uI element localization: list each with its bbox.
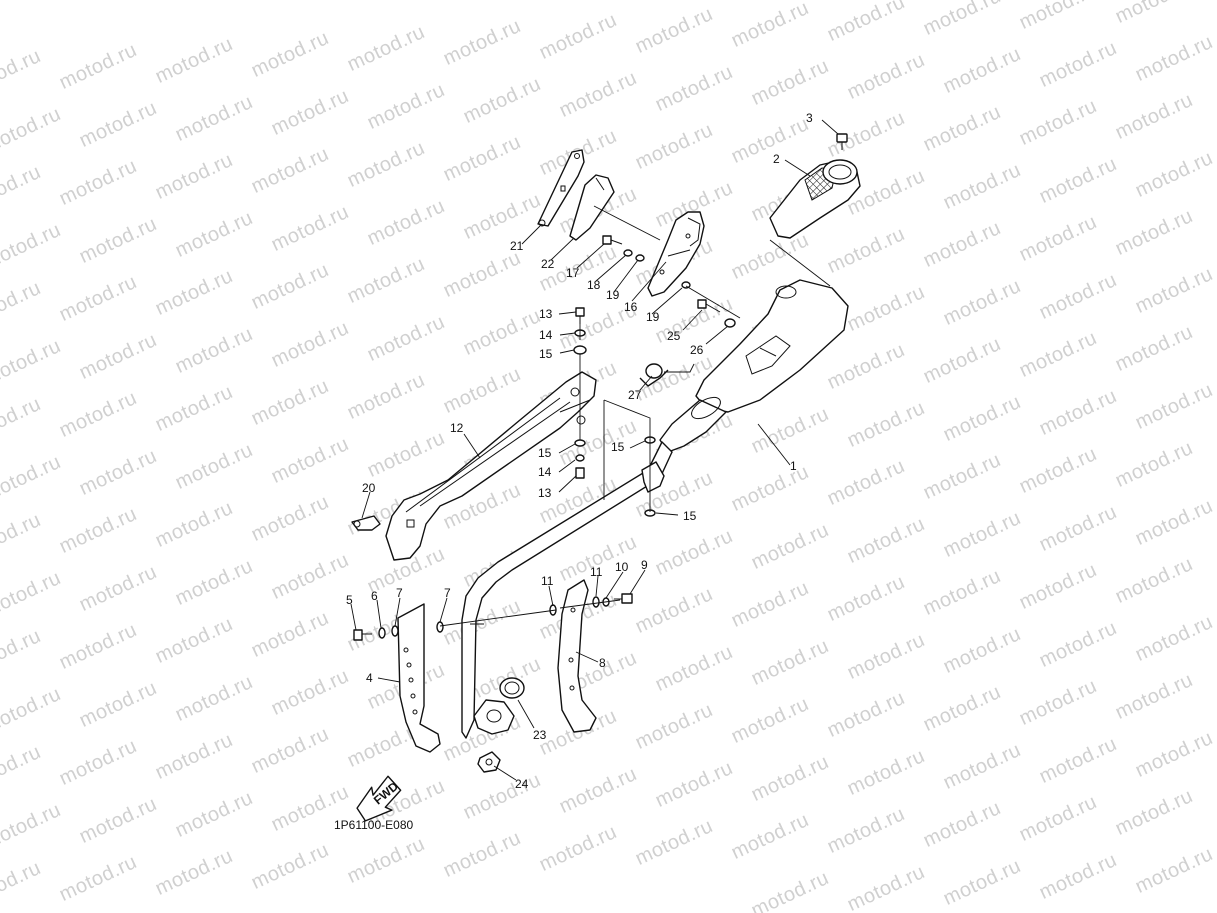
callout-15b: 15 <box>538 446 552 460</box>
heat-shield-plate-22 <box>569 174 615 241</box>
callout-4: 4 <box>366 671 373 685</box>
callout-10: 10 <box>615 560 629 574</box>
callout-12: 12 <box>450 421 464 435</box>
callout-19a: 19 <box>606 288 620 302</box>
heat-shield-cover-21 <box>537 149 585 227</box>
gasket-23 <box>499 677 525 699</box>
muffler-1 <box>461 279 849 739</box>
callout-17: 17 <box>566 266 580 280</box>
stay-bracket-12 <box>385 371 597 561</box>
callout-22: 22 <box>541 257 555 271</box>
protector-4 <box>397 603 441 753</box>
callout-15d: 15 <box>683 509 697 523</box>
callout-14b: 14 <box>538 465 552 479</box>
callout-25: 25 <box>667 329 681 343</box>
callout-7b: 7 <box>444 586 451 600</box>
callout-18: 18 <box>587 278 601 292</box>
callout-15c: 15 <box>611 440 625 454</box>
callout-23: 23 <box>533 728 547 742</box>
diagram-code: 1P61100-E080 <box>334 818 414 832</box>
callout-26: 26 <box>690 343 704 357</box>
callout-19b: 19 <box>646 310 660 324</box>
callout-11b: 11 <box>590 565 603 579</box>
alignment-lines <box>439 205 831 627</box>
callout-14a: 14 <box>539 328 553 342</box>
protector-bracket-16 <box>647 211 705 297</box>
protector-8 <box>557 579 597 733</box>
callout-13a: 13 <box>539 307 553 321</box>
callout-24: 24 <box>515 777 529 791</box>
callout-20: 20 <box>362 481 376 495</box>
callout-27: 27 <box>628 388 642 402</box>
callout-7a: 7 <box>396 586 403 600</box>
callout-5: 5 <box>346 593 353 607</box>
callout-21: 21 <box>510 239 524 253</box>
callout-3: 3 <box>806 111 813 125</box>
callout-8: 8 <box>599 656 606 670</box>
callout-6: 6 <box>371 589 378 603</box>
callout-1: 1 <box>790 459 797 473</box>
exhaust-flange <box>473 699 515 735</box>
screw-3 <box>836 133 848 150</box>
callout-labels: 1 2 3 4 5 6 7 7 8 9 10 11 11 12 13 13 14… <box>346 111 813 791</box>
leader-lines <box>350 119 839 781</box>
nut-24 <box>477 751 501 773</box>
callout-13b: 13 <box>538 486 552 500</box>
callout-2: 2 <box>773 152 780 166</box>
end-cap-screen-2 <box>769 159 861 239</box>
callout-16: 16 <box>624 300 638 314</box>
callout-15a: 15 <box>539 347 553 361</box>
fwd-arrow-icon: FWD <box>356 775 402 822</box>
bolt-20 <box>351 515 381 531</box>
callout-11a: 11 <box>541 574 554 588</box>
callout-9: 9 <box>641 558 648 572</box>
